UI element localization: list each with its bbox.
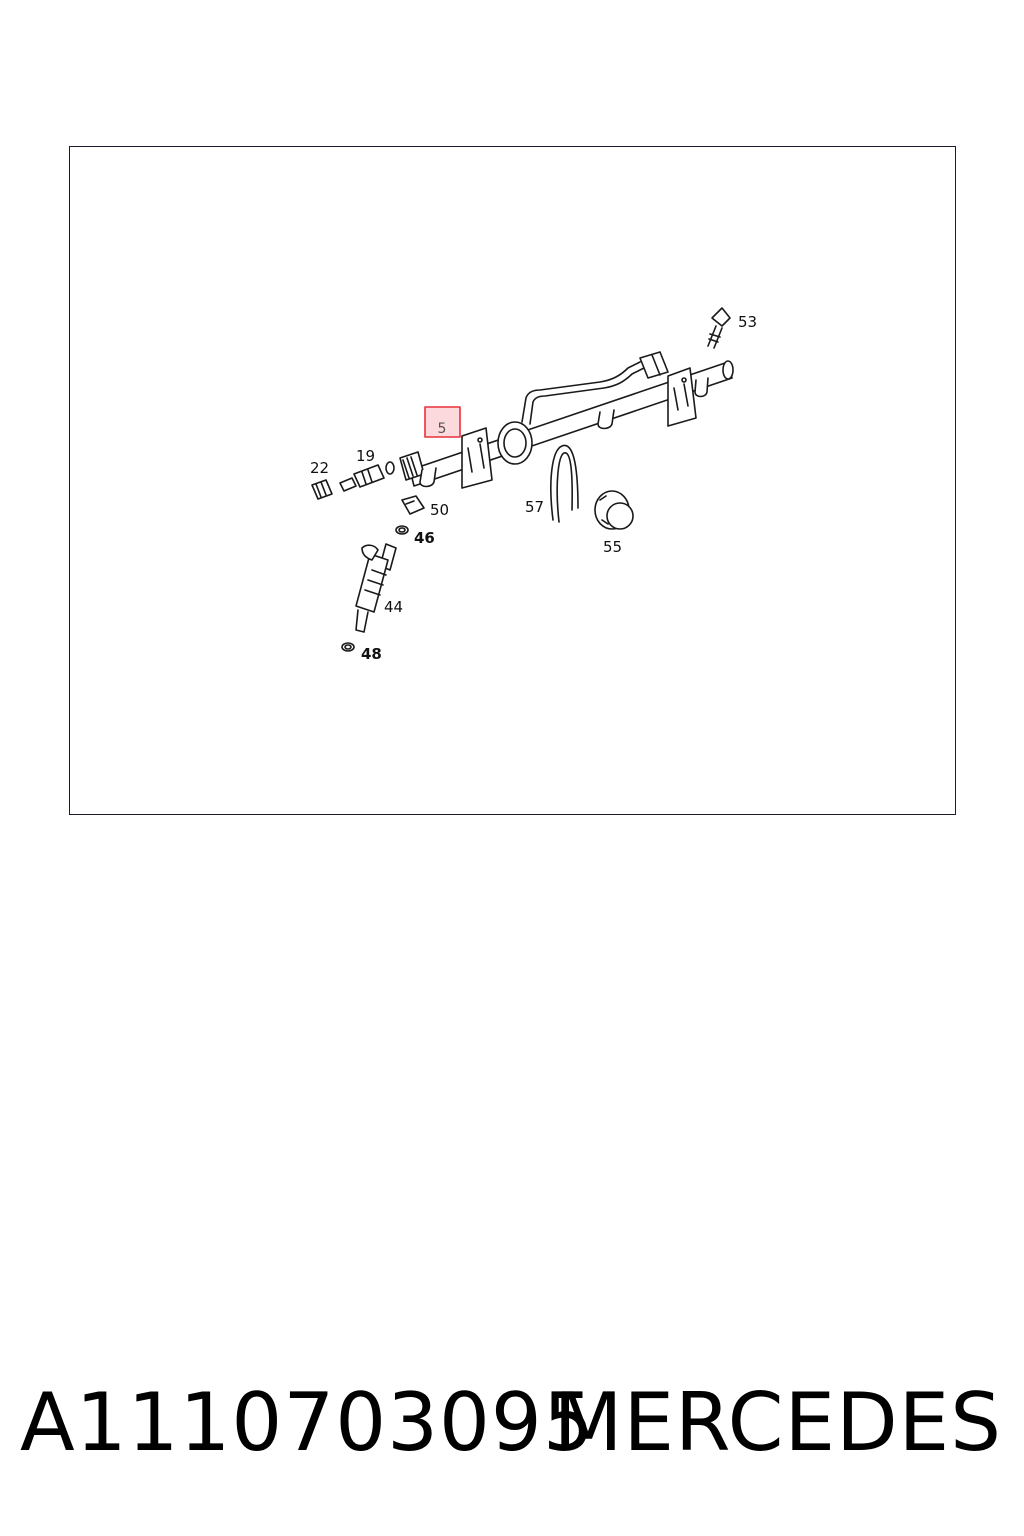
callout-48: 48 bbox=[361, 645, 382, 663]
callout-19: 19 bbox=[356, 447, 375, 465]
part-number: A1110703095 bbox=[20, 1376, 595, 1469]
callout-53: 53 bbox=[738, 313, 757, 331]
regulator-ring bbox=[497, 421, 533, 465]
bolt-53 bbox=[707, 307, 731, 349]
brand-name: MERCEDES bbox=[553, 1376, 1002, 1469]
seal-46 bbox=[395, 525, 409, 535]
callout-44: 44 bbox=[384, 598, 403, 616]
fuel-rail bbox=[399, 360, 734, 487]
callout-55: 55 bbox=[603, 538, 622, 556]
seal-48 bbox=[341, 642, 355, 652]
cap-55 bbox=[594, 490, 634, 530]
parts-diagram: 5 53 22 19 50 46 57 55 44 48 bbox=[310, 307, 757, 663]
clip-57 bbox=[550, 444, 579, 523]
highlight-box-part-5[interactable] bbox=[424, 406, 461, 438]
callout-46: 46 bbox=[414, 529, 435, 547]
footer: A1110703095 MERCEDES bbox=[0, 1368, 1024, 1478]
callout-57: 57 bbox=[525, 498, 544, 516]
valve-19 bbox=[339, 461, 395, 492]
bracket-left bbox=[461, 427, 493, 489]
injector-ports bbox=[419, 377, 709, 488]
bracket-right bbox=[667, 367, 697, 427]
callout-50: 50 bbox=[430, 501, 449, 519]
callout-5: 5 bbox=[438, 421, 447, 437]
cap-22 bbox=[311, 479, 333, 500]
callout-22: 22 bbox=[310, 459, 329, 477]
diagram-frame bbox=[69, 146, 956, 815]
clip-50 bbox=[401, 495, 425, 515]
feed-pipe bbox=[521, 351, 669, 425]
injector-44 bbox=[355, 543, 397, 633]
